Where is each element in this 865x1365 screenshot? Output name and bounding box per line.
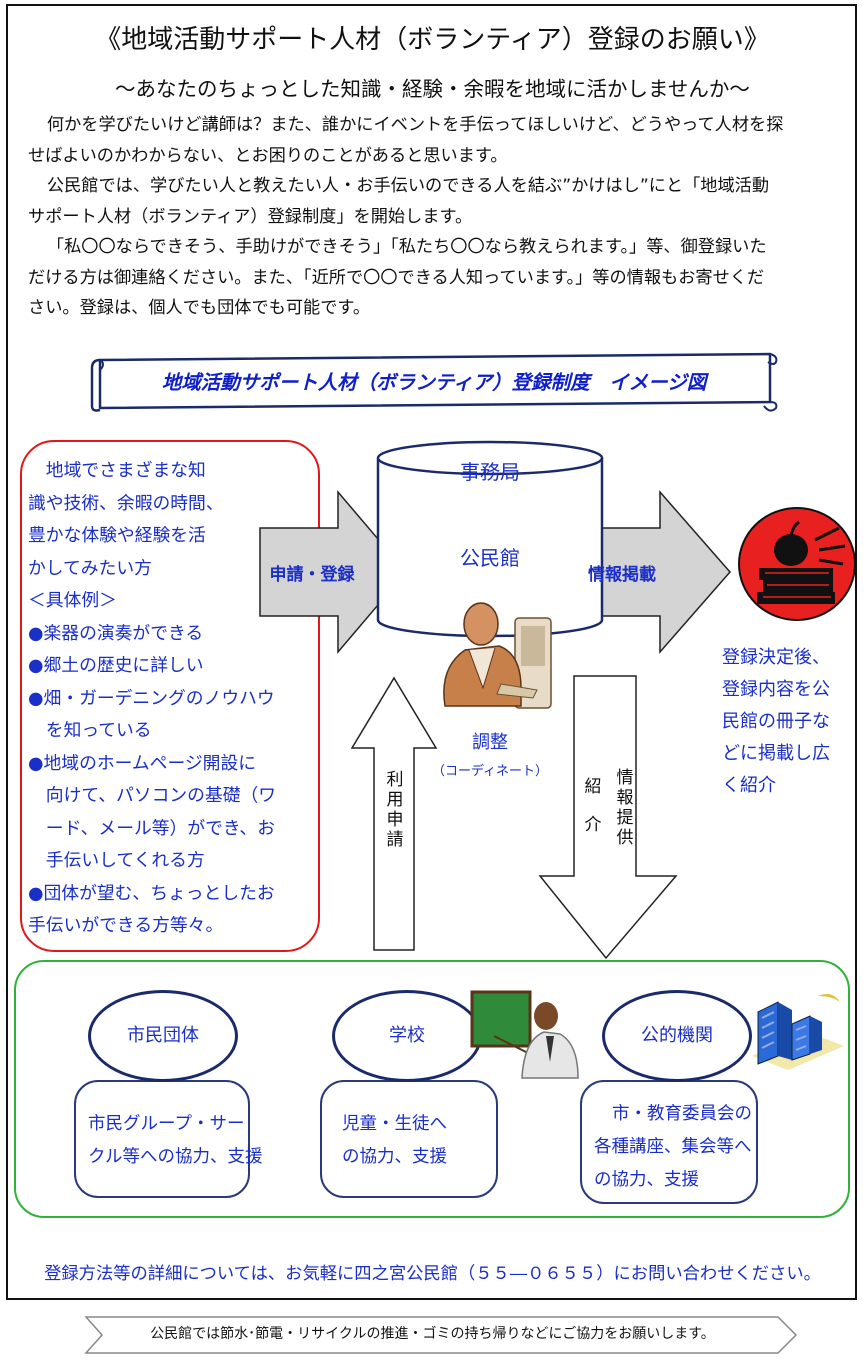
intro-line: せばよいのかわからない、とお困りのことがあると思います。	[28, 145, 508, 166]
buildings-icon	[752, 994, 844, 1070]
volunteer-line: かしてみたい方	[28, 557, 152, 579]
introduction-char: 紹	[584, 777, 602, 797]
books-apple-icon	[738, 507, 856, 621]
public-agency-oval: 公的機関	[602, 990, 752, 1082]
school-desc: 児童・生徒へ	[342, 1114, 447, 1134]
coordinator-clipart	[443, 602, 552, 709]
info-provision-char: 報	[616, 788, 634, 808]
intro-line: さい。登録は、個人でも団体でも可能です。	[28, 298, 371, 318]
volunteer-line: 手伝いができる方等々。	[28, 915, 224, 936]
public-agency-box: 市・教育委員会の 各種講座、集会等へ の協力、支援	[580, 1080, 758, 1204]
info-provision-char: 提	[616, 808, 634, 828]
public-agency-desc: 各種講座、集会等へ	[594, 1137, 752, 1157]
volunteer-line: 向けて、パソコンの基礎（ワ	[28, 785, 277, 806]
volunteer-description: 地域でさまざまな知 識や技術、余暇の時間、 豊かな体験や経験を活 かしてみたい方…	[28, 455, 318, 943]
apply-arrow	[259, 489, 407, 655]
intro-line: 「私〇〇ならできそう、手助けができそう」「私たち〇〇なら教えられます。」等、御登…	[46, 237, 767, 257]
coordinate-label: 調整	[472, 732, 508, 753]
banner-scroll	[90, 352, 778, 412]
apply-label: 申請・登録	[269, 565, 355, 585]
page-subtitle: ～あなたのちょっとした知識・経験・余暇を地域に活かしませんか～	[115, 77, 750, 101]
banner-title: 地域活動サポート人材（ボランティア）登録制度 イメージ図	[161, 371, 707, 394]
use-request-char: 請	[386, 830, 404, 850]
use-request-char: 用	[386, 790, 404, 810]
citizen-group-desc: 市民グループ・サー	[88, 1114, 245, 1134]
teacher-clipart	[470, 990, 579, 1079]
publish-line: 登録内容を公	[722, 679, 830, 700]
intro-line: サポート人材（ボランティア）登録制度」を開始します。	[28, 206, 473, 227]
volunteer-line: 地域でさまざまな知	[28, 460, 206, 481]
introduction-char: 介	[584, 815, 602, 835]
intro-line: だける方は御連絡ください。また、「近所で〇〇できる人知っています。」等の情報もお…	[28, 267, 765, 288]
volunteer-line: を知っている	[28, 720, 152, 741]
introduction-arrow	[538, 675, 678, 960]
introduction-label: 紹 介	[582, 768, 604, 844]
citizen-group-box: 市民グループ・サー クル等への協力、支援	[74, 1080, 263, 1198]
public-agency-desc: の協力、支援	[594, 1170, 699, 1190]
page-title: 《地域活動サポート人材（ボランティア）登録のお願い》	[95, 25, 770, 55]
volunteer-line: 識や技術、余暇の時間、	[28, 492, 224, 514]
volunteer-line: ●地域のホームページ開設に	[28, 752, 257, 774]
volunteer-line: 豊かな体験や経験を活	[28, 525, 206, 546]
footer-notice: 公民館では節水･節電・リサイクルの推進・ゴミの持ち帰りなどにご協力をお願いします…	[150, 1326, 715, 1342]
publish-label: 情報掲載	[588, 565, 656, 585]
diagram-shapes	[259, 440, 731, 960]
publish-description: 登録決定後、 登録内容を公 民館の冊子な どに掲載し広 く紹介	[722, 642, 852, 802]
school-box: 児童・生徒へ の協力、支援	[320, 1080, 498, 1198]
groups-panel	[14, 960, 850, 1218]
volunteer-line: ード、メール等）ができ、お	[28, 817, 275, 839]
publish-line: 登録決定後、	[722, 647, 830, 668]
citizen-group-oval: 市民団体	[88, 990, 238, 1082]
use-request-label: 利 用 申 請	[384, 770, 406, 850]
school-desc: の協力、支援	[342, 1147, 447, 1167]
intro-text: 何かを学びたいけど講師は？また、誰かにイベントを手伝ってほしいけど、どうやって人…	[28, 110, 843, 324]
volunteer-panel	[20, 440, 320, 952]
use-request-arrow	[350, 676, 438, 951]
coordinate-sublabel: （コーディネート）	[431, 764, 549, 779]
citizen-group-desc: クル等への協力、支援	[88, 1147, 263, 1167]
info-provision-char: 情	[616, 768, 634, 788]
contact-info: 登録方法等の詳細については、お気軽に四之宮公民館（５５―０６５５）にお問い合わせ…	[44, 1264, 821, 1284]
publish-line: く紹介	[722, 775, 776, 796]
publish-line: どに掲載し広	[722, 743, 830, 764]
info-provision-label: 情 報 提 供	[614, 768, 636, 848]
intro-line: 何かを学びたいけど講師は？また、誰かにイベントを手伝ってほしいけど、どうやって人…	[46, 115, 784, 135]
volunteer-line: ●楽器の演奏ができる	[28, 622, 204, 644]
volunteer-line: ●団体が望む、ちょっとしたお	[28, 882, 275, 904]
office-label: 事務局	[460, 460, 520, 484]
volunteer-line: 手伝いしてくれる方	[28, 850, 205, 871]
use-request-char: 申	[386, 810, 404, 830]
info-provision-char: 供	[616, 828, 634, 848]
public-agency-desc: 市・教育委員会の	[612, 1104, 752, 1124]
publish-line: 民館の冊子な	[722, 711, 830, 732]
volunteer-line: ●郷土の歴史に詳しい	[28, 655, 204, 676]
school-oval: 学校	[332, 990, 482, 1082]
intro-line: 公民館では、学びたい人と教えたい人・お手伝いのできる人を結ぶ”かけはし”にと「地…	[46, 176, 770, 196]
page-frame	[6, 4, 857, 1300]
kominkan-label: 公民館	[460, 546, 520, 570]
volunteer-line: ＜具体例＞	[28, 590, 117, 611]
volunteer-line: ●畑・ガーデニングのノウハウ	[28, 687, 275, 709]
footer-banner	[84, 1316, 798, 1354]
use-request-char: 利	[386, 770, 404, 790]
